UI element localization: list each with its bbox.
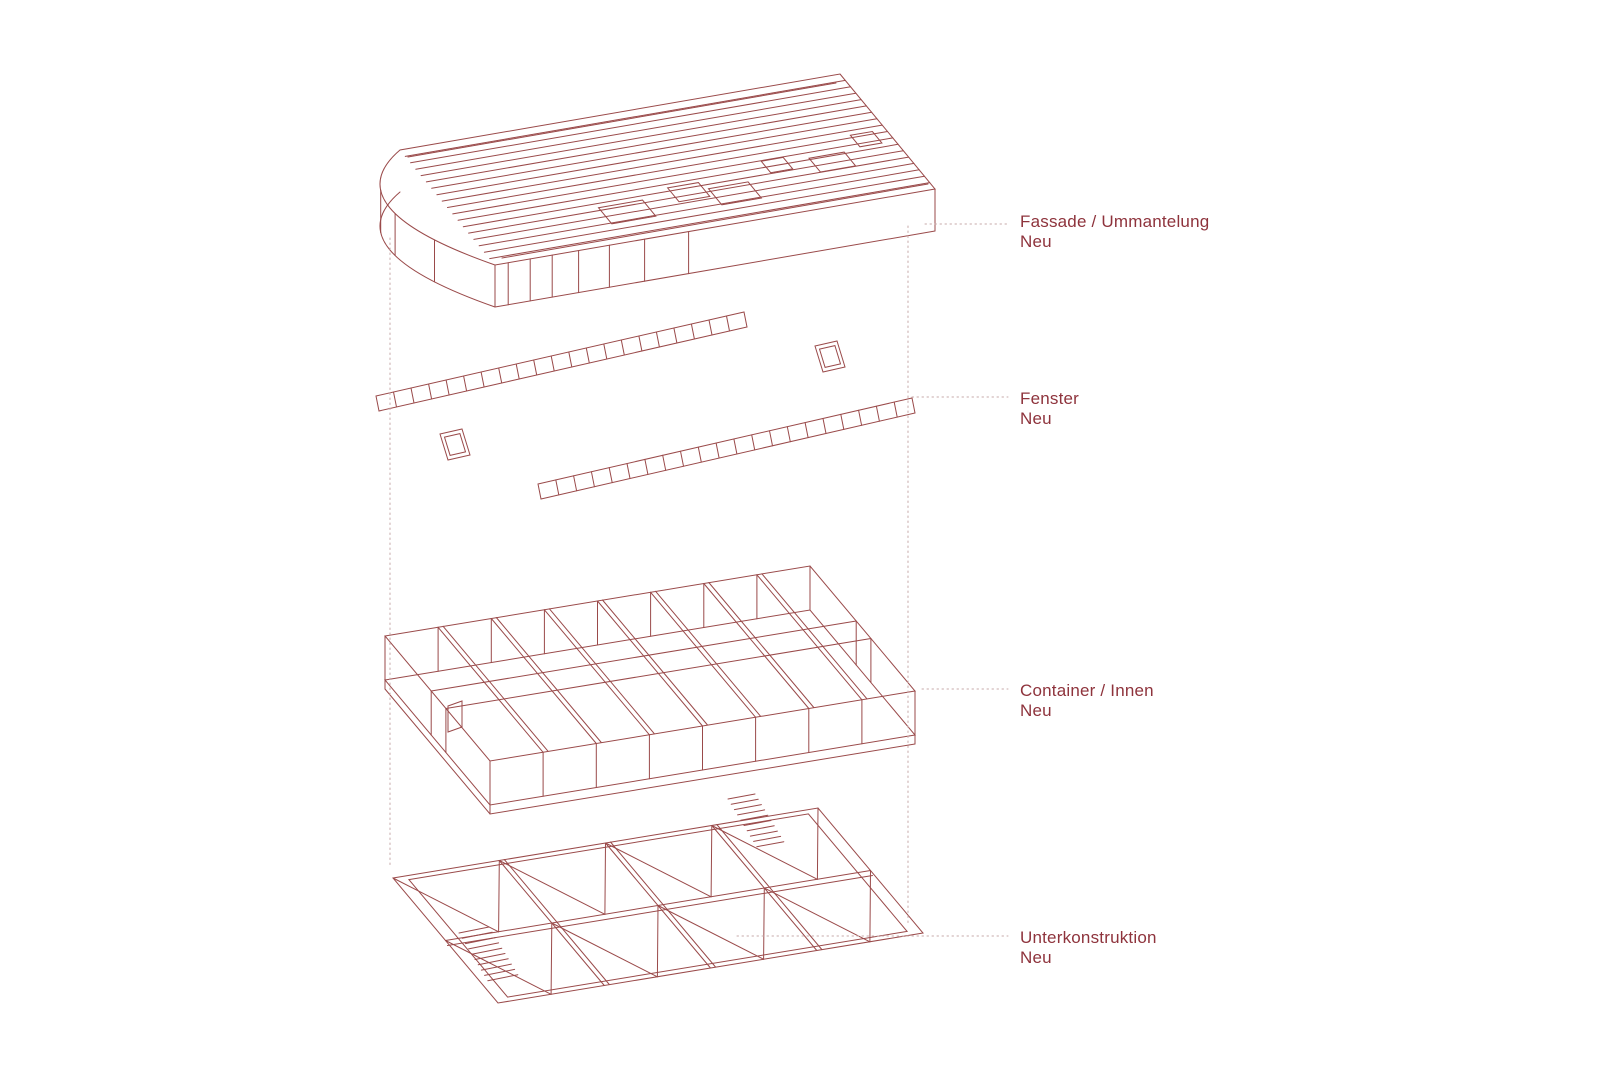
substructure-truss-drawing: [392, 793, 924, 1004]
layer-status-fassade: Neu: [1020, 232, 1052, 251]
layer-status-unterkonstruktion: Neu: [1020, 948, 1052, 967]
label-fassade: Fassade / Ummantelung Neu: [1020, 212, 1209, 252]
guide-and-leader-dotted-lines: [389, 223, 1009, 937]
label-container: Container / Innen Neu: [1020, 681, 1154, 721]
label-fenster: Fenster Neu: [1020, 389, 1079, 429]
layer-title-container: Container / Innen: [1020, 681, 1154, 700]
layer-title-fassade: Fassade / Ummantelung: [1020, 212, 1210, 231]
label-unterkonstruktion: Unterkonstruktion Neu: [1020, 928, 1157, 968]
container-interior-drawing: [384, 565, 916, 815]
window-bands-drawing: [375, 311, 916, 500]
layer-title-unterkonstruktion: Unterkonstruktion: [1020, 928, 1157, 947]
facade-shell-drawing: [379, 73, 936, 308]
layer-title-fenster: Fenster: [1020, 389, 1080, 408]
layer-status-fenster: Neu: [1020, 409, 1052, 428]
layer-status-container: Neu: [1020, 701, 1052, 720]
